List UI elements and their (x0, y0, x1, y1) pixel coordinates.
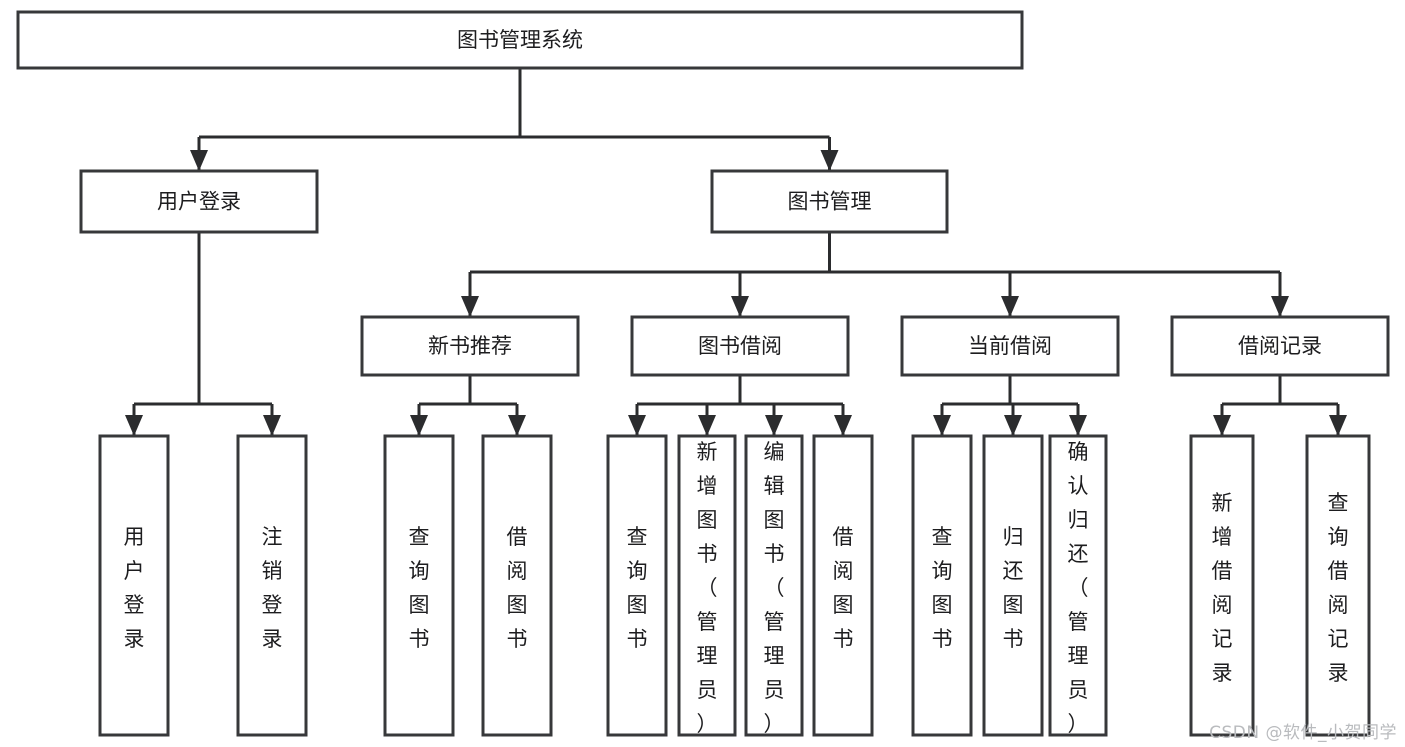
node-box[interactable] (982, 434, 1044, 737)
arrow-head (628, 415, 646, 436)
node-box[interactable] (710, 169, 949, 234)
arrow-head (190, 150, 208, 171)
node-label: 查询图书 (932, 525, 953, 651)
node-root[interactable]: 图书管理系统 (16, 10, 1024, 70)
node-label: 图书管理系统 (457, 28, 583, 52)
node-box[interactable] (1170, 315, 1390, 377)
node-box[interactable] (236, 434, 308, 737)
node-leaf-5[interactable]: 新增图书（管理员） (677, 434, 737, 737)
arrow-head (461, 296, 479, 317)
node-level2-1[interactable]: 图书管理 (710, 169, 949, 234)
node-box[interactable] (1048, 434, 1108, 737)
node-leaf-4[interactable]: 查询图书 (606, 434, 668, 737)
node-label: 归还图书 (1003, 525, 1024, 651)
arrow-head (834, 415, 852, 436)
node-level3-3[interactable]: 借阅记录 (1170, 315, 1390, 377)
node-leaf-11[interactable]: 新增借阅记录 (1189, 434, 1255, 737)
node-box[interactable] (360, 315, 580, 377)
node-label: 查询图书 (627, 525, 648, 651)
node-leaf-9[interactable]: 归还图书 (982, 434, 1044, 737)
node-label: 编辑图书（管理员） (764, 440, 785, 736)
node-box[interactable] (911, 434, 973, 737)
arrow-head (933, 415, 951, 436)
arrow-head (508, 415, 526, 436)
arrow-head (1001, 296, 1019, 317)
node-leaf-0[interactable]: 用户登录 (98, 434, 170, 737)
arrow-head (1004, 415, 1022, 436)
connector-layer (125, 68, 1347, 436)
node-box[interactable] (630, 315, 850, 377)
node-label: 用户登录 (124, 525, 145, 651)
node-box[interactable] (606, 434, 668, 737)
arrow-head (698, 415, 716, 436)
arrow-head (765, 415, 783, 436)
arrow-head (263, 415, 281, 436)
node-box[interactable] (1305, 434, 1371, 737)
node-leaf-3[interactable]: 借阅图书 (481, 434, 553, 737)
node-box[interactable] (677, 434, 737, 737)
node-label: 图书借阅 (698, 334, 782, 358)
node-leaf-1[interactable]: 注销登录 (236, 434, 308, 737)
node-label: 图书管理 (788, 190, 872, 214)
arrow-head (1213, 415, 1231, 436)
node-level3-0[interactable]: 新书推荐 (360, 315, 580, 377)
node-leaf-2[interactable]: 查询图书 (383, 434, 455, 737)
node-label: 新书推荐 (428, 334, 512, 358)
node-label: 借阅记录 (1238, 334, 1322, 358)
node-label: 新增借阅记录 (1212, 491, 1233, 685)
node-leaf-6[interactable]: 编辑图书（管理员） (744, 434, 804, 737)
node-level2-0[interactable]: 用户登录 (79, 169, 319, 234)
node-box[interactable] (481, 434, 553, 737)
arrow-head (410, 415, 428, 436)
arrow-head (820, 150, 839, 171)
arrow-head (125, 415, 143, 436)
arrow-head (1069, 415, 1087, 436)
node-label: 借阅图书 (833, 525, 854, 651)
node-leaf-7[interactable]: 借阅图书 (812, 434, 874, 737)
node-label: 注销登录 (262, 525, 283, 651)
node-box[interactable] (16, 10, 1024, 70)
node-level3-2[interactable]: 当前借阅 (900, 315, 1120, 377)
node-layer: 图书管理系统用户登录图书管理新书推荐图书借阅当前借阅借阅记录用户登录注销登录查询… (16, 10, 1390, 737)
node-box[interactable] (812, 434, 874, 737)
node-box[interactable] (1189, 434, 1255, 737)
node-label: 借阅图书 (507, 525, 528, 651)
node-label: 当前借阅 (968, 334, 1052, 358)
node-label: 查询图书 (409, 525, 430, 651)
arrow-head (731, 296, 749, 317)
node-box[interactable] (383, 434, 455, 737)
node-label: 查询借阅记录 (1328, 491, 1349, 685)
arrow-head (1271, 296, 1289, 317)
node-leaf-10[interactable]: 确认归还（管理员） (1048, 434, 1108, 737)
node-box[interactable] (79, 169, 319, 234)
node-leaf-12[interactable]: 查询借阅记录 (1305, 434, 1371, 737)
node-label: 确认归还（管理员） (1068, 440, 1089, 736)
node-box[interactable] (744, 434, 804, 737)
node-leaf-8[interactable]: 查询图书 (911, 434, 973, 737)
node-label: 用户登录 (157, 190, 241, 214)
arrow-head (1329, 415, 1347, 436)
node-label: 新增图书（管理员） (697, 440, 718, 736)
node-box[interactable] (98, 434, 170, 737)
node-level3-1[interactable]: 图书借阅 (630, 315, 850, 377)
csdn-watermark: CSDN @软件_小贺同学 (1209, 723, 1397, 743)
node-box[interactable] (900, 315, 1120, 377)
